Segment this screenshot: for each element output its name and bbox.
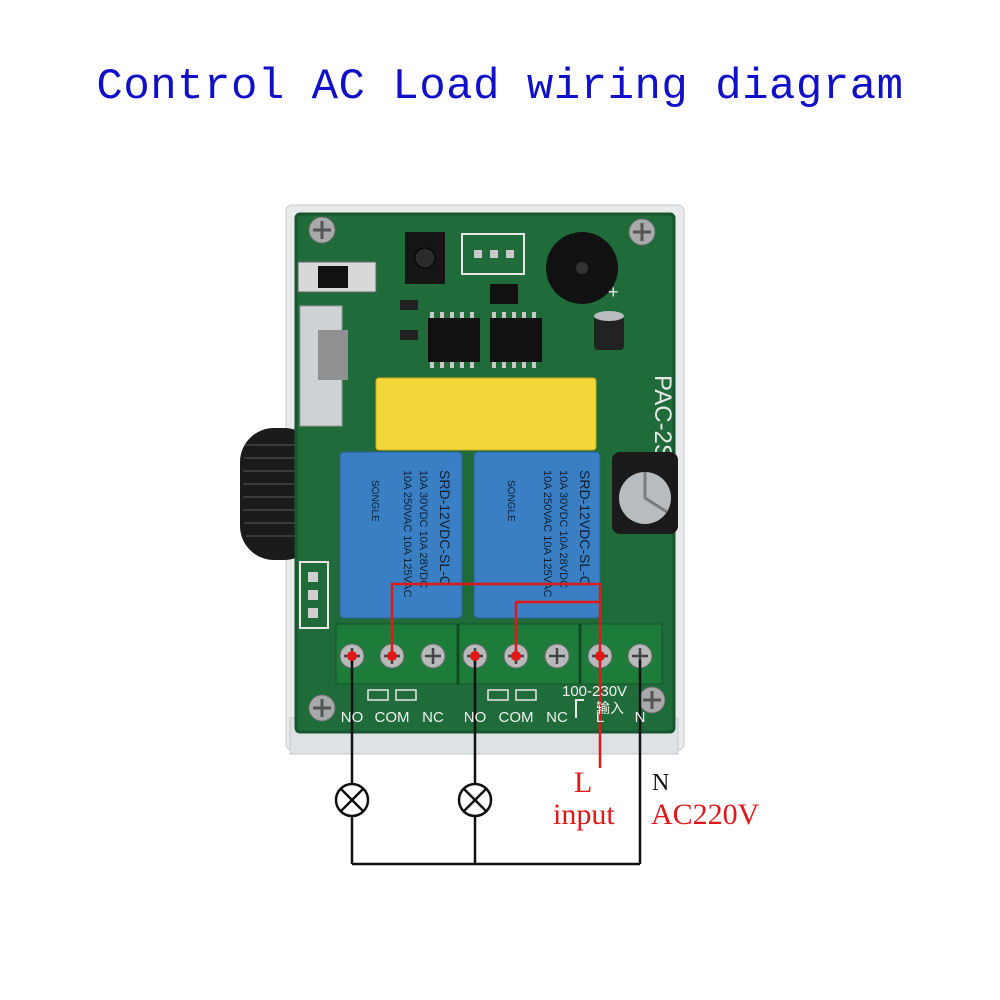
- relay-rating: 10A 30VDC 10A 28VDC: [557, 470, 569, 588]
- jumper-header: [297, 261, 377, 293]
- learn-button: [405, 232, 445, 284]
- relay-left: SRD-12VDC-SL-C 10A 30VDC 10A 28VDC 10A 2…: [339, 451, 463, 619]
- line-label: L: [574, 766, 593, 799]
- relay-rating: 10A 250VAC 10A 125VAC: [401, 470, 413, 597]
- pin-header: [461, 233, 525, 275]
- terminal-label-no: NO: [463, 709, 487, 726]
- svg-text:+: +: [608, 282, 619, 302]
- relay-right: SRD-12VDC-SL-C 10A 30VDC 10A 28VDC 10A 2…: [473, 451, 601, 619]
- lamp-icon: [334, 782, 370, 818]
- input-label-cn: 输入: [596, 700, 624, 716]
- wire-black: [350, 660, 642, 866]
- relay-brand: SONGLE: [505, 480, 516, 522]
- ac-voltage-label: AC220V: [651, 798, 760, 831]
- relay-brand: SONGLE: [369, 480, 380, 522]
- relay-model: SRD-12VDC-SL-C: [577, 470, 593, 586]
- terminal-label-no: NO: [340, 709, 364, 726]
- page-title: Control AC Load wiring diagram: [96, 62, 904, 112]
- terminal-label-com: COM: [498, 709, 534, 726]
- input-label: input: [553, 798, 615, 831]
- buzzer-icon: +: [546, 232, 619, 304]
- terminal-label-com: COM: [374, 709, 410, 726]
- capacitor-small: [594, 311, 624, 350]
- ic-chip: [400, 284, 542, 368]
- terminal-label-l: L: [595, 709, 605, 726]
- relay-model: SRD-12VDC-SL-C: [437, 470, 453, 586]
- screw-icon: [308, 216, 666, 722]
- relay-rating: 10A 30VDC 10A 28VDC: [417, 470, 429, 588]
- terminal-label-nc: NC: [422, 709, 444, 726]
- terminal-label-nc: NC: [546, 709, 568, 726]
- wire-junction: [347, 651, 605, 661]
- capacitor-large: [612, 452, 678, 534]
- neutral-label: N: [652, 770, 670, 796]
- voltage-label: 100-230V: [562, 683, 628, 700]
- relay-rating: 10A 250VAC 10A 125VAC: [541, 470, 553, 597]
- lamp-icon: [457, 782, 493, 818]
- wire-red: [390, 582, 602, 768]
- terminal-label-n: N: [634, 709, 646, 726]
- capacitor-yellow: [375, 377, 597, 451]
- side-header: [299, 561, 329, 629]
- board-model-label: PAC-2S: [649, 375, 676, 460]
